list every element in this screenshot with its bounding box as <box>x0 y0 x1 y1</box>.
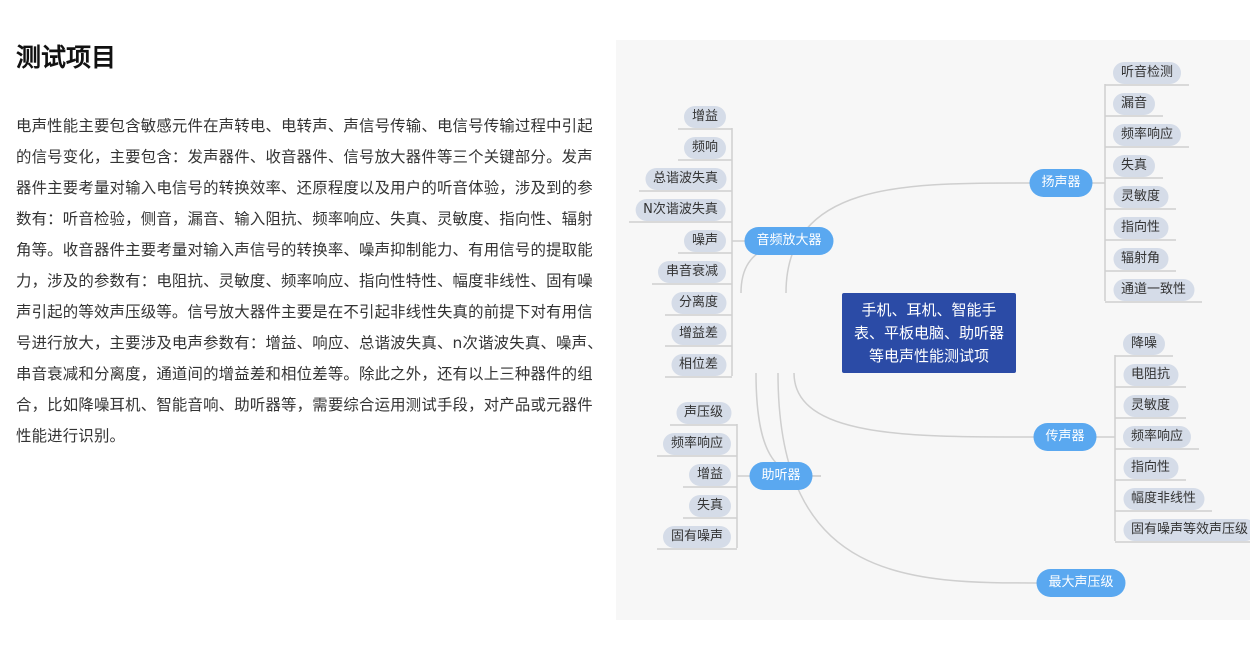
leaf-node: 失真 <box>688 495 732 517</box>
leaf-node: 增益 <box>688 464 732 486</box>
branch-node: 传声器 <box>1033 423 1097 451</box>
leaf-node: 噪声 <box>683 230 727 252</box>
leaf-node: 频率响应 <box>662 433 732 455</box>
leaf-node: 漏音 <box>1112 93 1156 115</box>
leaf-node: 频率响应 <box>1112 124 1182 146</box>
branch-node: 助听器 <box>749 462 813 490</box>
mind-map: 手机、耳机、智能手表、平板电脑、助听器等电声性能测试项 音频放大器增益频响总谐波… <box>616 40 1250 620</box>
leaf-node: 幅度非线性 <box>1122 488 1205 510</box>
leaf-node: 频响 <box>683 137 727 159</box>
branch-node: 最大声压级 <box>1036 569 1126 597</box>
leaf-node: 失真 <box>1112 155 1156 177</box>
leaf-node: 指向性 <box>1112 217 1169 239</box>
leaf-node: 增益差 <box>670 323 727 345</box>
page-title: 测试项目 <box>16 43 117 72</box>
leaf-node: 电阻抗 <box>1122 364 1179 386</box>
branch-node: 扬声器 <box>1029 169 1093 197</box>
leaf-node: 听音检测 <box>1112 62 1182 84</box>
branch-connector <box>777 372 1042 584</box>
leaf-node: 声压级 <box>675 402 732 424</box>
leaf-node: 频率响应 <box>1122 426 1192 448</box>
leaf-node: 辐射角 <box>1112 248 1169 270</box>
mind-map-center-node: 手机、耳机、智能手表、平板电脑、助听器等电声性能测试项 <box>842 293 1016 373</box>
branch-connector <box>793 372 1026 438</box>
leaf-node: 灵敏度 <box>1122 395 1179 417</box>
leaf-node: 降噪 <box>1122 333 1166 355</box>
leaf-node: 串音衰减 <box>657 261 727 283</box>
branch-connector <box>785 182 1022 294</box>
leaf-node: 固有噪声 <box>662 526 732 548</box>
leaf-node: 固有噪声等效声压级 <box>1122 519 1250 541</box>
leaf-node: 增益 <box>683 106 727 128</box>
leaf-node: 相位差 <box>670 354 727 376</box>
leaf-node: 总谐波失真 <box>644 168 727 190</box>
leaf-node: 通道一致性 <box>1112 279 1195 301</box>
leaf-node: 灵敏度 <box>1112 186 1169 208</box>
description-paragraph: 电声性能主要包含敏感元件在声转电、电转声、声信号传输、电信号传输过程中引起的信号… <box>16 117 603 445</box>
leaf-node: N次谐波失真 <box>635 199 726 221</box>
branch-node: 音频放大器 <box>744 227 834 255</box>
leaf-node: 指向性 <box>1122 457 1179 479</box>
leaf-node: 分离度 <box>670 292 727 314</box>
